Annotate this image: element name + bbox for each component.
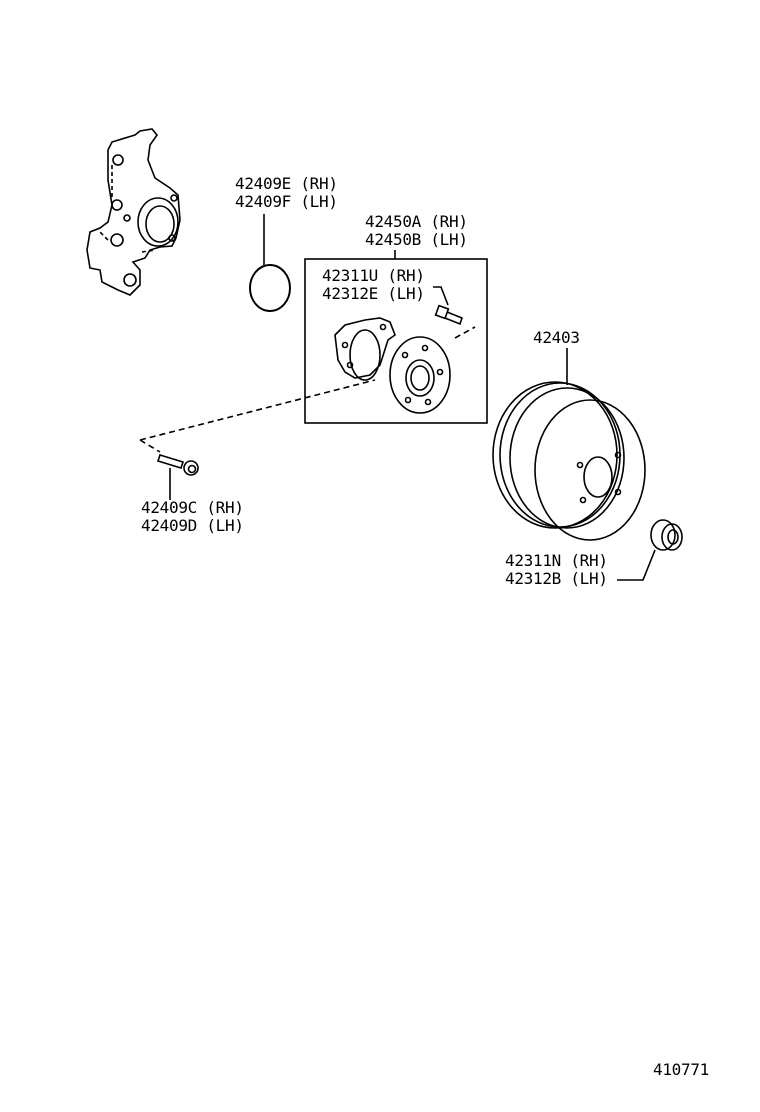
part-label-mounting-bolt-lh: 42409D (LH)	[141, 516, 244, 535]
part-label-hub-nut-lh: 42312B (LH)	[505, 569, 608, 588]
hub-bolt-drawing	[433, 286, 463, 326]
hub-assembly-box	[304, 258, 488, 424]
knuckle-drawing	[86, 128, 181, 296]
part-label-brake-drum: 42403	[533, 328, 580, 347]
part-label-hub-bolt-rh: 42311U (RH)	[322, 266, 425, 285]
o-ring-drawing	[249, 264, 291, 312]
part-label-o-ring-lh: 42409F (LH)	[235, 192, 338, 211]
hub-drawing	[334, 317, 451, 414]
part-label-o-ring-rh: 42409E (RH)	[235, 174, 338, 193]
alignment-line	[139, 326, 476, 453]
part-label-mounting-bolt-rh: 42409C (RH)	[141, 498, 244, 517]
brake-drum-drawing	[492, 348, 646, 541]
figure-number: 410771	[653, 1060, 709, 1079]
mounting-bolt-drawing	[156, 454, 199, 500]
part-label-hub-bolt-lh: 42312E (LH)	[322, 284, 425, 303]
part-label-hub-assembly-lh: 42450B (LH)	[365, 230, 468, 249]
part-label-hub-nut-rh: 42311N (RH)	[505, 551, 608, 570]
part-label-hub-assembly-rh: 42450A (RH)	[365, 212, 468, 231]
hub-nut-drawing	[617, 519, 683, 581]
